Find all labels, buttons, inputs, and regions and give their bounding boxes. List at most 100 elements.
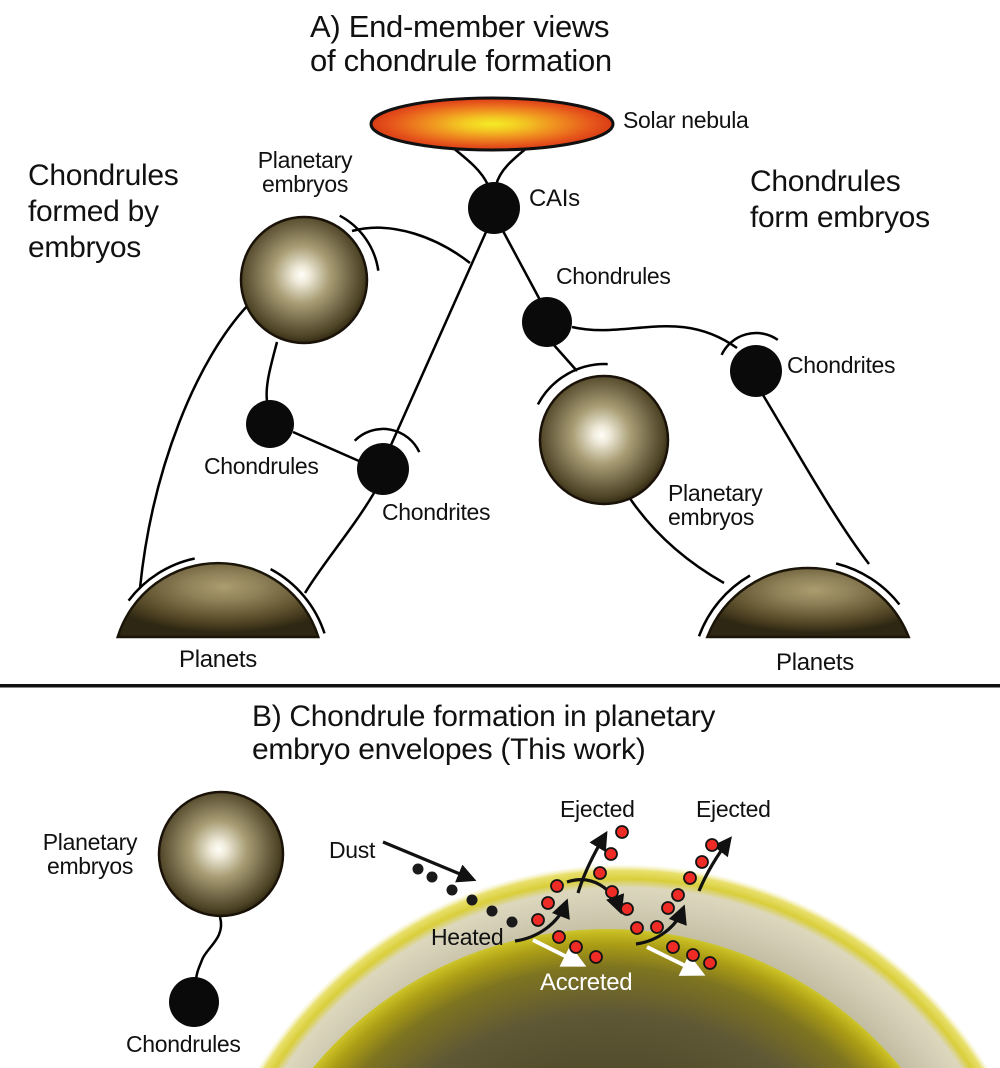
heated-uplift-arrow-right: [635, 904, 687, 946]
chondrule-dot: [650, 920, 664, 934]
accretion-arcs: [127, 214, 901, 637]
left-chondrites-label: Chondrites: [382, 499, 491, 525]
left-embryo-label: Planetary embryos: [245, 148, 365, 196]
heated-uplift-arrow-left: [514, 898, 570, 943]
panel-a-title: A) End-member views of chondrule formati…: [310, 10, 612, 78]
b-embryo-label-line1: Planetary: [42, 829, 138, 855]
right-chondrules-node: [522, 297, 572, 347]
b-embryo-label: Planetary embryos: [35, 830, 145, 878]
right-embryo-sphere: [538, 374, 670, 506]
left-scenario-heading-line3: embryos: [28, 231, 141, 264]
ejected-label-right: Ejected: [696, 796, 771, 822]
chondrule-dot: [541, 896, 555, 910]
accreted-label: Accreted: [540, 969, 633, 996]
chondrule-dot: [661, 901, 675, 915]
chondrule-dot: [569, 940, 583, 954]
right-planets-label: Planets: [776, 649, 854, 676]
left-embryo-label-line1: Planetary: [257, 147, 353, 173]
panel-b-title-line1: B) Chondrule formation in planetary: [252, 700, 716, 733]
b-planet: [312, 929, 902, 1068]
chondrule-dot: [604, 847, 618, 861]
ballistic-arch-arrow: [566, 878, 625, 915]
line-cais-to-right-chondrules: [501, 230, 542, 301]
accreted-arrow-left: [532, 938, 587, 967]
line-left-embryo-to-planet: [138, 303, 250, 589]
b-black-arrows: [382, 830, 732, 946]
heated-label: Heated: [431, 924, 504, 950]
dust-dot: [412, 863, 424, 875]
b-white-arrows: [532, 938, 706, 976]
cais-label: CAIs: [529, 185, 580, 212]
solar-nebula-disk: [369, 96, 615, 152]
chondrule-dot: [686, 948, 700, 962]
arc-left-planet-right: [270, 567, 326, 634]
b-embryo-sphere: [157, 790, 285, 918]
eject-arrow-left: [576, 830, 608, 894]
chondrule-dot: [589, 950, 603, 964]
arc-right-planet-right: [835, 562, 901, 606]
line-right-chondrules-to-chondrites: [571, 324, 738, 350]
panel-b-title-line2: embryo envelopes (This work): [252, 733, 646, 766]
left-scenario-heading: Chondrules formed by embryos: [28, 158, 179, 266]
right-scenario-heading-line2: form embryos: [750, 201, 930, 234]
line-left-embryo-to-chondrules: [265, 341, 279, 402]
cais-node: [468, 182, 520, 234]
line-right-chondrites-to-planet: [761, 394, 870, 565]
right-embryo-label-line2: embryos: [668, 504, 755, 530]
left-chondrites-node: [357, 443, 409, 495]
left-embryo-sphere: [239, 215, 369, 345]
chondrule-dot: [666, 940, 680, 954]
accreted-arrow-right: [646, 945, 706, 976]
arc-right-planet-left: [697, 574, 751, 637]
right-chondrites-label: Chondrites: [787, 352, 896, 378]
dust-dot: [506, 916, 518, 928]
line-right-chondrules-to-embryo: [552, 343, 578, 372]
chondrule-dot: [703, 956, 717, 970]
dust-dot: [426, 871, 438, 883]
right-embryo-label-line1: Planetary: [668, 480, 763, 506]
line-left-chondrites-to-planet: [303, 492, 376, 594]
right-planet-dome: [705, 566, 911, 639]
chondrule-dot: [683, 871, 697, 885]
chondrule-dot: [620, 902, 634, 916]
left-planet-dome: [116, 561, 320, 639]
dust-dot: [466, 894, 478, 906]
right-chondrules-label: Chondrules: [556, 263, 671, 289]
chondrule-dot: [705, 838, 719, 852]
line-right-embryo-to-planet: [627, 496, 725, 585]
arc-right-embryo: [536, 362, 608, 405]
panel-a-connectors: [138, 146, 870, 594]
chondrule-dot: [593, 866, 607, 880]
nebula-funnel-left: [451, 146, 490, 186]
nebula-funnel-right: [494, 146, 529, 186]
eject-arrow-right: [697, 836, 732, 892]
panel-divider: [0, 684, 1000, 688]
chondrule-dot: [531, 913, 545, 927]
panel-a-title-line2: of chondrule formation: [310, 43, 612, 78]
dust-dot: [486, 905, 498, 917]
chondrule-dot: [550, 879, 564, 893]
left-embryo-label-line2: embryos: [261, 171, 349, 197]
dust-arrow: [382, 840, 477, 883]
line-left-embryo-junction: [351, 226, 471, 264]
left-scenario-heading-line1: Chondrules: [28, 159, 179, 192]
chondrule-dot: [605, 885, 619, 899]
line-cais-to-left-chondrites: [389, 231, 488, 446]
chondrule-dot: [671, 888, 685, 902]
left-planets-label: Planets: [179, 646, 257, 673]
right-embryo-label: Planetary embryos: [668, 480, 763, 530]
chondrule-dot: [615, 825, 629, 839]
chondrule-dot: [630, 921, 644, 935]
right-scenario-heading-line1: Chondrules: [750, 165, 901, 198]
b-embryo-label-line2: embryos: [46, 853, 134, 879]
solar-nebula-label: Solar nebula: [623, 107, 749, 133]
arc-right-chondrites: [720, 331, 779, 356]
ejected-label-left: Ejected: [560, 796, 635, 822]
left-chondrules-label: Chondrules: [204, 453, 319, 479]
right-scenario-heading: Chondrules form embryos: [750, 164, 930, 236]
left-scenario-heading-line2: formed by: [28, 195, 159, 228]
chondrule-dot: [552, 930, 566, 944]
dust-particles: [412, 863, 518, 928]
